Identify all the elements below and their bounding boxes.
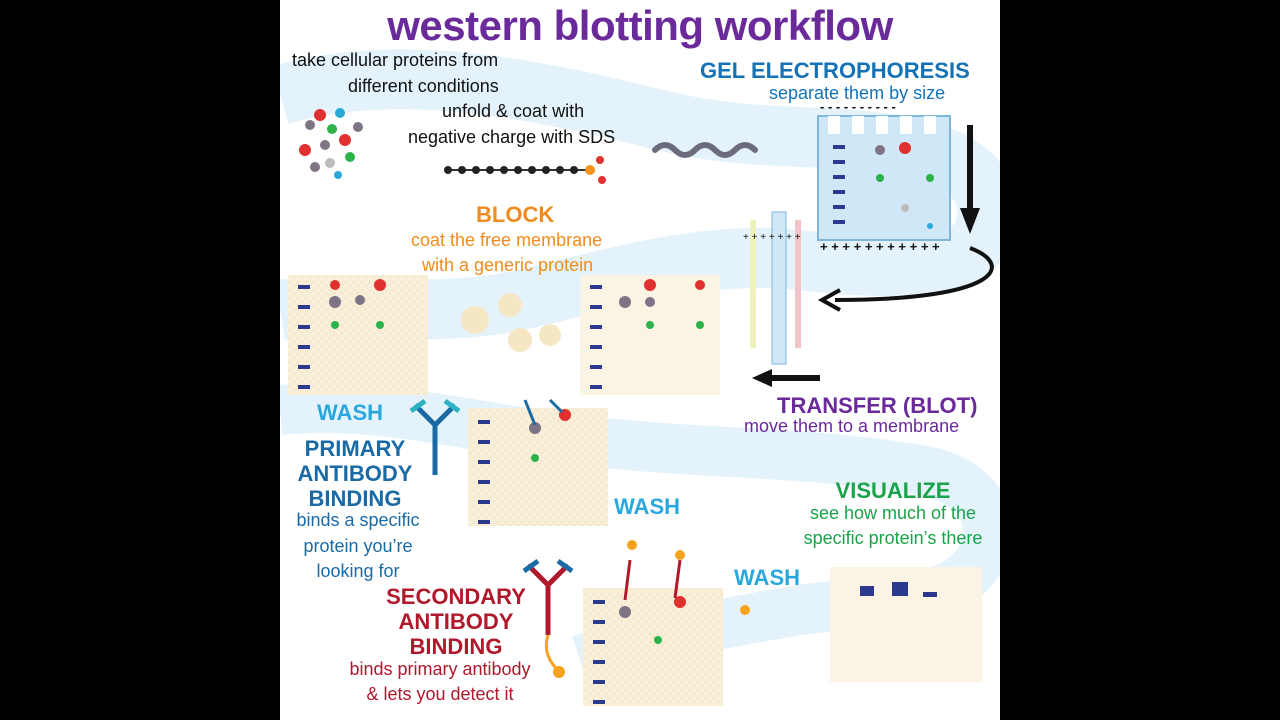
secondary-heading-1: SECONDARY [386, 584, 526, 609]
membrane-transfer [580, 275, 720, 395]
unfolded-protein [652, 142, 758, 158]
block-heading: BLOCK [476, 202, 555, 227]
secondary-heading-3: BINDING [409, 634, 503, 659]
block-sub-2: with a generic protein [422, 255, 594, 275]
sds-molecule [444, 156, 606, 184]
membrane-block [288, 275, 428, 395]
secondary-antibody-icon [522, 558, 574, 678]
visualize-sub-2: specific protein’s there [803, 528, 983, 548]
primary-heading-1: PRIMARY [304, 436, 406, 461]
secondary-sub-1: binds primary antibody [349, 659, 531, 679]
transfer-subtitle: move them to a membrane [744, 416, 960, 436]
gel-box [817, 115, 951, 241]
gel-top-charge: - - - - - - - - - - [820, 99, 896, 114]
transfer-heading: TRANSFER (BLOT) [777, 393, 978, 418]
protein-cluster [299, 108, 363, 179]
intro-line-3: unfold & coat with [442, 101, 585, 121]
visualize-heading: VISUALIZE [835, 478, 951, 503]
page-title: western blotting workflow [387, 2, 893, 49]
primary-antibody-icon [409, 398, 461, 475]
visualize-sub-1: see how much of the [809, 503, 977, 523]
workflow-illustration: + + + + + + + [280, 49, 1000, 706]
wash-label-3: WASH [734, 565, 800, 590]
gel-heading: GEL ELECTROPHORESIS [700, 58, 970, 83]
secondary-sub-2: & lets you detect it [366, 684, 514, 704]
wash-label-1: WASH [317, 400, 383, 425]
curved-arrow [834, 246, 994, 302]
intro-line-2: different conditions [348, 76, 499, 96]
intro-line-4: negative charge with SDS [408, 127, 616, 147]
result-membrane [830, 567, 982, 682]
primary-heading-3: BINDING [308, 486, 402, 511]
primary-sub-2: protein you’re [303, 536, 413, 556]
block-sub-1: coat the free membrane [411, 230, 603, 250]
membrane-secondary [583, 540, 750, 706]
wash-label-2: WASH [614, 494, 680, 519]
transfer-sandwich: + + + + + + + [743, 211, 801, 365]
gel-bottom-charge: + + + + + + + + + + + [820, 239, 940, 254]
gel-subtitle: separate them by size [769, 83, 946, 103]
primary-sub-1: binds a specific [296, 510, 420, 530]
intro-line-1: take cellular proteins from [292, 50, 499, 70]
primary-heading-2: ANTIBODY [297, 461, 413, 486]
secondary-heading-2: ANTIBODY [398, 609, 514, 634]
diagram-panel: + + + + + + + [280, 0, 1000, 720]
membrane-primary [468, 398, 608, 526]
svg-text:+ + + + + + +: + + + + + + + [743, 232, 801, 243]
primary-sub-3: looking for [316, 561, 400, 581]
blocking-proteins [461, 293, 561, 352]
